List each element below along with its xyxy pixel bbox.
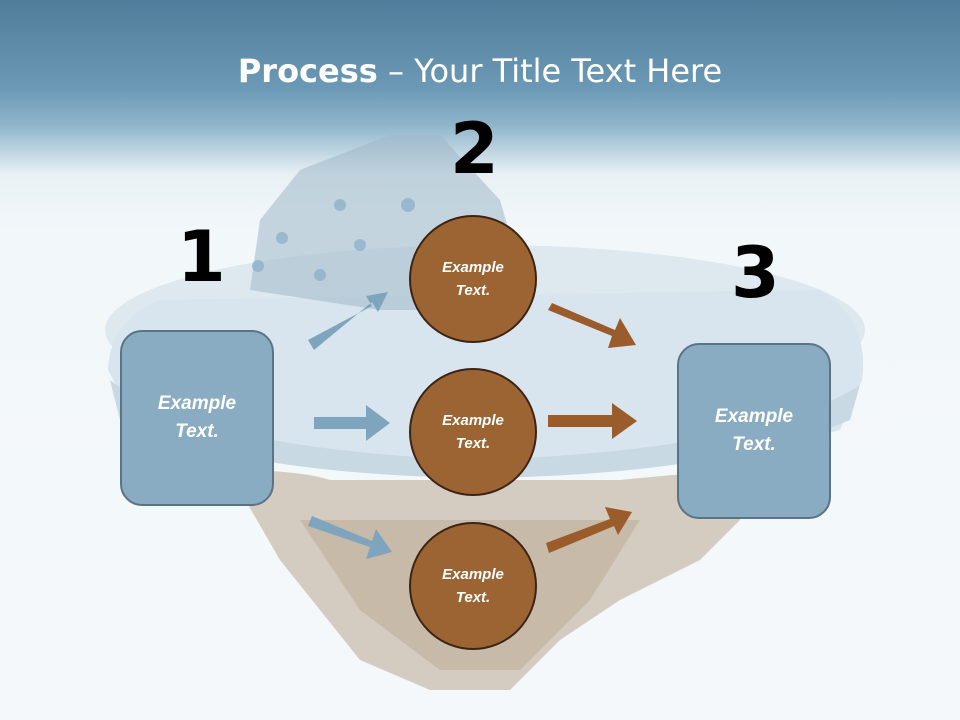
- circle-2-line2: Text.: [455, 435, 491, 452]
- output-box-line1: Example: [714, 405, 794, 427]
- circle-1-line1: Example: [442, 258, 504, 276]
- page-title: Process – Your Title Text Here: [0, 52, 960, 90]
- circle-3-line1: Example: [442, 565, 504, 583]
- snow-edge: [110, 380, 860, 478]
- output-box-line2: Text.: [732, 434, 776, 455]
- arrow-input-to-circle-2: [314, 405, 390, 441]
- arrow-circle-1-to-output: [548, 303, 636, 348]
- input-box-line2: Text.: [175, 421, 219, 442]
- step-number-1: 1: [177, 216, 226, 298]
- brown-arrows: [546, 303, 637, 553]
- title-rest: – Your Title Text Here: [377, 52, 723, 90]
- title-bold: Process: [237, 52, 378, 90]
- input-box-line1: Example: [157, 392, 237, 414]
- circle-3-line2: Text.: [455, 589, 491, 606]
- circle-2-line1: Example: [442, 411, 504, 429]
- step-number-3: 3: [731, 232, 780, 314]
- circle-1-line2: Text.: [455, 282, 491, 299]
- arrow-circle-3-to-output: [546, 507, 632, 553]
- arrow-input-to-circle-1: [308, 292, 388, 350]
- blue-arrows: [308, 292, 392, 559]
- step-number-2: 2: [450, 108, 499, 190]
- arrow-input-to-circle-3: [308, 516, 392, 559]
- arrow-circle-2-to-output: [548, 403, 637, 439]
